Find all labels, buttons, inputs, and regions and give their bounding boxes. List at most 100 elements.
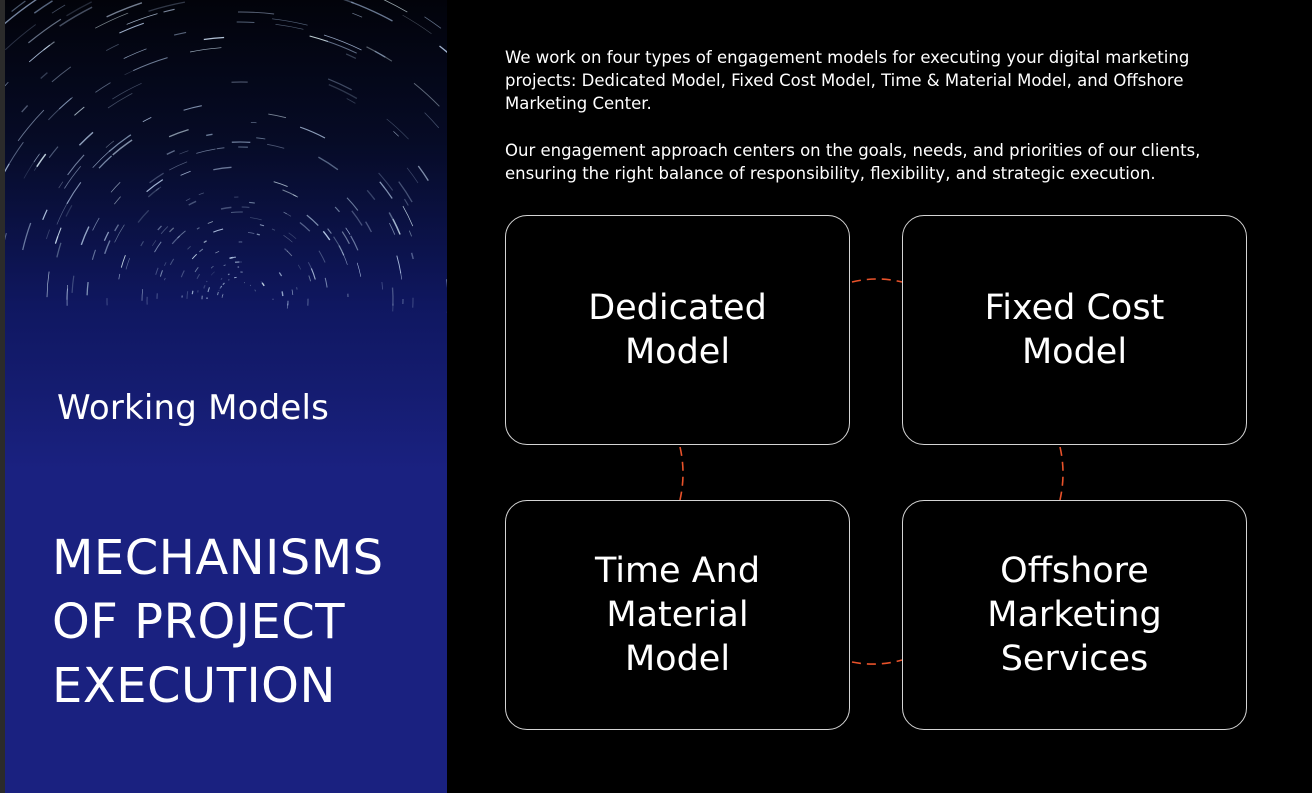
star-trail xyxy=(5,0,37,25)
model-card-fixed-cost[interactable]: Fixed Cost Model xyxy=(902,215,1247,445)
star-trail xyxy=(23,152,41,179)
star-trail xyxy=(391,287,394,306)
star-trail xyxy=(283,211,288,215)
star-trail xyxy=(221,295,224,298)
model-card-dedicated[interactable]: Dedicated Model xyxy=(505,215,850,445)
star-trail xyxy=(56,242,62,258)
star-trail xyxy=(333,236,343,252)
star-trail xyxy=(92,217,100,231)
star-trail xyxy=(396,255,402,274)
star-trail xyxy=(152,240,157,247)
star-trail xyxy=(388,212,400,232)
star-trail xyxy=(259,224,265,227)
star-trail xyxy=(28,44,51,63)
star-trail xyxy=(106,43,119,51)
star-trail xyxy=(299,126,326,139)
star-trail xyxy=(173,31,187,36)
model-card-label-line: Services xyxy=(1000,639,1149,679)
star-trail xyxy=(221,293,224,297)
star-trail xyxy=(323,34,362,51)
star-trail xyxy=(169,227,175,233)
star-trail xyxy=(230,211,243,213)
star-trail xyxy=(249,201,255,204)
star-trail xyxy=(186,291,189,299)
star-trail xyxy=(123,48,147,59)
star-trail xyxy=(318,156,339,171)
star-trail xyxy=(213,228,224,233)
star-trail xyxy=(210,271,215,276)
star-trail xyxy=(381,281,384,290)
star-trail xyxy=(183,105,202,111)
star-trail xyxy=(379,181,393,199)
star-trail xyxy=(327,78,352,91)
star-trail xyxy=(299,221,311,232)
star-trail xyxy=(220,285,223,288)
star-trail xyxy=(78,131,94,146)
star-trail xyxy=(283,234,293,243)
page-title-line: OF PROJECT xyxy=(52,594,346,650)
model-card-label-line: Offshore xyxy=(1000,551,1149,591)
star-trail xyxy=(278,272,283,277)
model-card-label-line: Marketing xyxy=(987,595,1162,635)
star-trail xyxy=(256,233,260,236)
star-trail xyxy=(324,277,328,288)
star-trail xyxy=(191,253,198,260)
star-trail xyxy=(164,277,166,281)
star-trail xyxy=(169,161,188,171)
star-trail xyxy=(169,258,175,266)
star-trail xyxy=(215,250,220,254)
star-trail xyxy=(383,0,408,13)
star-trail xyxy=(80,226,90,246)
star-trail xyxy=(58,181,64,189)
star-trail xyxy=(33,153,40,163)
star-trail xyxy=(114,224,125,243)
star-trail xyxy=(352,12,363,18)
star-trail xyxy=(114,224,120,232)
star-trail xyxy=(271,228,276,231)
star-trail xyxy=(378,172,394,191)
model-card-label-line: Time And xyxy=(594,551,761,591)
star-trail xyxy=(125,257,131,270)
star-trail xyxy=(260,281,264,284)
star-trail xyxy=(91,249,97,260)
star-trail xyxy=(210,265,214,269)
model-card-label-line: Dedicated xyxy=(588,288,767,328)
star-trail xyxy=(124,69,135,76)
star-trail xyxy=(71,275,75,293)
star-trail xyxy=(141,289,143,301)
star-trail xyxy=(166,149,175,156)
star-trail xyxy=(196,148,216,154)
star-trail xyxy=(163,262,167,266)
star-trail xyxy=(249,284,252,286)
star-trail xyxy=(341,231,350,245)
star-trail xyxy=(325,40,357,54)
star-trail xyxy=(51,4,66,14)
star-trail xyxy=(155,186,162,191)
star-trail xyxy=(40,72,48,80)
star-trail xyxy=(256,137,266,140)
star-trail xyxy=(267,143,285,149)
star-trail xyxy=(309,217,313,221)
star-trail xyxy=(198,192,205,196)
model-card-offshore[interactable]: Offshore Marketing Services xyxy=(902,500,1247,730)
star-trail xyxy=(110,182,121,193)
model-card-label-line: Model xyxy=(1021,332,1128,372)
star-trail xyxy=(322,230,331,241)
star-trail xyxy=(400,272,403,280)
star-trail xyxy=(417,165,429,181)
star-trail xyxy=(112,139,133,156)
model-card-time-and-material[interactable]: Time And Material Model xyxy=(505,500,850,730)
star-trail xyxy=(424,16,442,29)
star-trail xyxy=(346,98,356,104)
star-trail xyxy=(180,270,185,278)
star-trail xyxy=(351,210,363,226)
star-trail xyxy=(48,96,74,121)
star-trail xyxy=(334,206,340,213)
star-trail xyxy=(406,167,419,184)
star-trail xyxy=(199,248,204,253)
star-trail xyxy=(5,81,9,87)
model-card-label-line: Fixed Cost xyxy=(984,288,1165,328)
star-trail xyxy=(213,166,232,171)
star-trail xyxy=(43,41,55,51)
